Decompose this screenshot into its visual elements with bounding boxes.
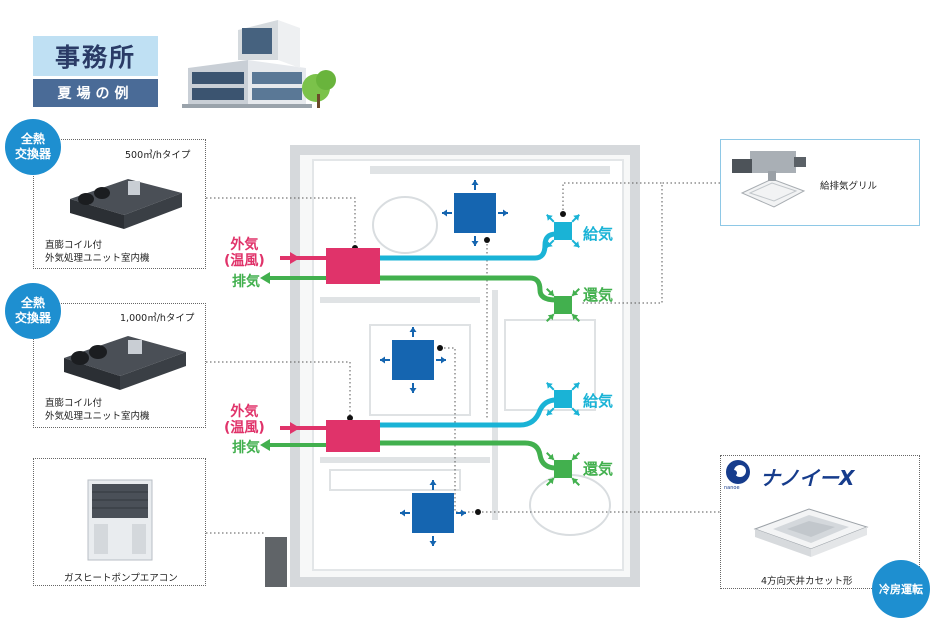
cassette-unit-2 xyxy=(392,340,434,380)
airflow-arrow xyxy=(546,452,555,461)
page-subtitle: 夏場の例 xyxy=(33,79,158,107)
erv-badge-2: 全熱交換器 xyxy=(5,283,61,339)
exhaust-label-2: 排気 xyxy=(232,440,260,456)
airflow-arrow xyxy=(546,313,555,322)
unit-desc-1b: 外気処理ユニット室内機 xyxy=(45,253,150,264)
erv-badge-1: 全熱交換器 xyxy=(5,119,61,175)
airflow-arrow xyxy=(571,452,580,461)
ventilation-grille-icon xyxy=(732,151,806,208)
outside-air-label-1: 外気(温風) xyxy=(224,237,265,269)
airflow-arrow xyxy=(456,509,466,517)
airflow-arrow xyxy=(546,288,555,297)
capacity-label-1: 500㎥/hタイプ xyxy=(125,150,191,161)
airflow-arrow xyxy=(571,288,580,297)
airflow-arrow xyxy=(571,382,580,391)
outdoor-unit-box xyxy=(265,537,287,587)
grille-panel xyxy=(720,139,920,226)
leader-unit2 xyxy=(206,361,351,418)
cassette-panel xyxy=(720,455,920,589)
erv-unit-500-icon xyxy=(70,179,182,229)
exhaust-label-1: 排気 xyxy=(232,274,260,290)
cassette-unit-3 xyxy=(412,493,454,533)
cassette-unit-icon xyxy=(753,508,869,557)
cassette-unit-1 xyxy=(454,193,496,233)
erv-unit-2-block xyxy=(326,420,380,452)
airflow-arrow xyxy=(546,382,555,391)
nanoe-brand: ナノイーX xyxy=(760,466,855,490)
supply-label-2: 給気 xyxy=(583,392,614,410)
cooling-mode-badge: 冷房運転 xyxy=(872,560,930,618)
airflow-arrow xyxy=(380,356,390,364)
airflow-arrow xyxy=(429,480,437,490)
airflow-arrow xyxy=(471,180,479,190)
return-grille-1 xyxy=(554,296,572,314)
heat-pump-label: ガスヒートポンプエアコン xyxy=(64,573,178,584)
unit-desc-1a: 直膨コイル付 xyxy=(45,240,103,251)
nanoe-logo-icon xyxy=(726,460,750,484)
erv-unit-1000-icon xyxy=(64,336,186,390)
airflow-arrow xyxy=(546,214,555,223)
erv-unit-500-panel xyxy=(33,139,206,269)
heat-pump-panel xyxy=(33,458,206,586)
airflow-arrow xyxy=(436,356,446,364)
erv-unit-1000-panel xyxy=(33,303,206,428)
airflow-arrow xyxy=(442,209,452,217)
page-title: 事務所 xyxy=(33,36,158,76)
supply-grille-1 xyxy=(554,222,572,240)
cassette-label: 4方向天井カセット形 xyxy=(761,576,853,587)
airflow-arrow xyxy=(409,383,417,393)
airflow-arrow xyxy=(546,239,555,248)
return-label-2: 還気 xyxy=(583,460,614,478)
airflow-arrow xyxy=(571,407,580,416)
leader-unit1 xyxy=(206,197,356,248)
airflow-arrow xyxy=(546,407,555,416)
supply-label-1: 給気 xyxy=(583,225,614,243)
leader-grille xyxy=(562,182,663,304)
grille-label: 給排気グリル xyxy=(820,181,878,192)
capacity-label-2: 1,000㎥/hタイプ xyxy=(120,313,195,324)
airflow-arrow xyxy=(571,477,580,486)
nanoe-small-text: nanoe xyxy=(724,485,740,491)
erv-unit-1-block xyxy=(326,248,380,284)
airflow-arrow xyxy=(546,477,555,486)
airflow-arrow xyxy=(471,236,479,246)
office-building-icon xyxy=(182,20,336,108)
gas-heat-pump-icon xyxy=(87,479,153,561)
airflow-arrow xyxy=(400,509,410,517)
airflow-arrow xyxy=(571,214,580,223)
airflow-arrow xyxy=(498,209,508,217)
airflow-arrow xyxy=(429,536,437,546)
outside-air-label-2: 外気(温風) xyxy=(224,404,265,436)
return-grille-2 xyxy=(554,460,572,478)
unit-desc-2a: 直膨コイル付 xyxy=(45,398,103,409)
unit-desc-2b: 外気処理ユニット室内機 xyxy=(45,411,150,422)
airflow-arrow xyxy=(409,327,417,337)
airflow-arrow xyxy=(571,313,580,322)
return-label-1: 還気 xyxy=(583,286,614,304)
airflow-arrow xyxy=(571,239,580,248)
supply-grille-2 xyxy=(554,390,572,408)
